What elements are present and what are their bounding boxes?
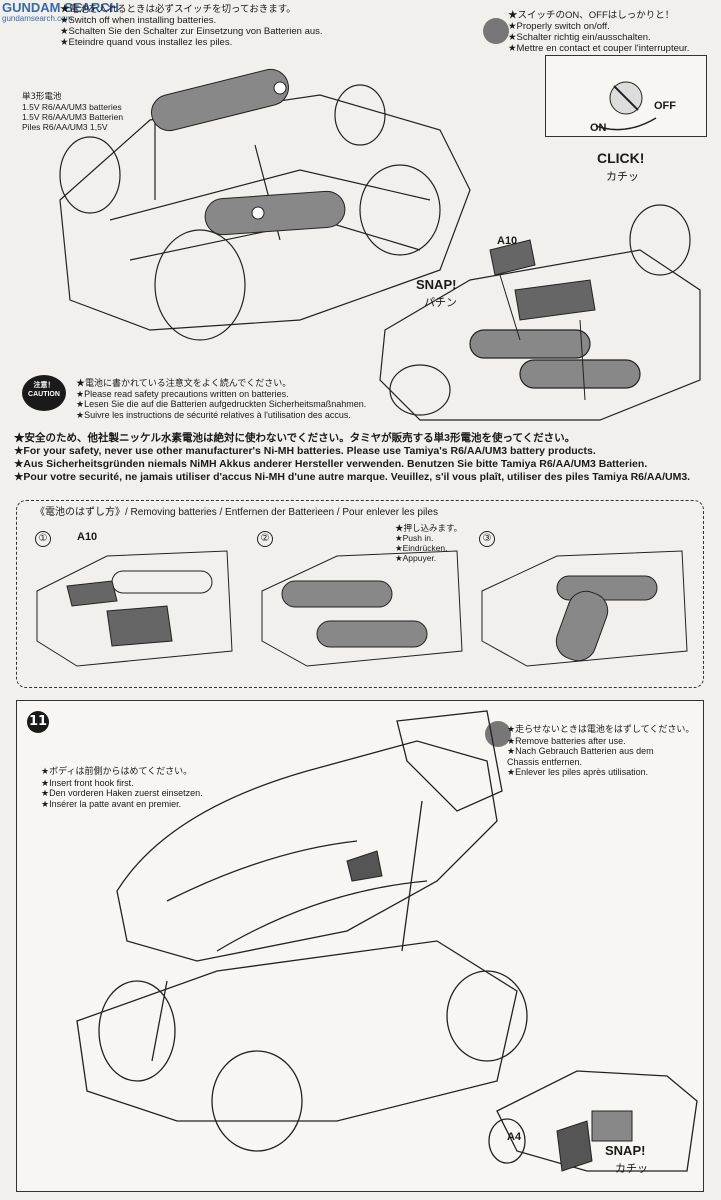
snap-label: SNAP! [416, 277, 457, 292]
watermark-title: GUNDAM SEARCH [2, 0, 119, 15]
switch-off-label: OFF [654, 100, 676, 112]
body-note-line: ★Den vorderen Haken zuerst einsetzen. [41, 788, 203, 798]
battery-label: 単3形電池 1.5V R6/AA/UM3 batteries 1.5V R6/A… [22, 92, 123, 132]
removing-illustrations [36, 550, 688, 667]
caution-en: CAUTION [28, 391, 60, 398]
battery-label-line: 単3形電池 [22, 92, 62, 102]
step-1-number: ① [35, 531, 51, 547]
warning-line: ★Pour votre securité, ne jamais utiliser… [14, 471, 691, 483]
note-line: ★Mettre en contact et couper l'interrupt… [508, 43, 690, 54]
switch-on-label: ON [590, 122, 607, 134]
remove-note-line: ★走らせないときは電池をはずしてください。 [507, 725, 695, 735]
caution-text: ★電池に書かれている注意文をよく読んでください。 ★Please read sa… [76, 378, 366, 420]
click-label: CLICK! [597, 150, 645, 166]
snap-label-jp: パチン [424, 296, 457, 309]
body-chassis-illustration [76, 710, 698, 1172]
click-label-jp: カチッ [606, 170, 639, 183]
note-line: ★Switch off when installing batteries. [60, 15, 217, 26]
switch-callout-dot [483, 18, 509, 44]
warning-line: ★Aus Sicherheitsgründen niemals NiMH Akk… [14, 458, 648, 470]
body-note-line: ★ボディは前側からはめてください。 [41, 767, 193, 777]
part-label-a10: A10 [497, 235, 518, 247]
remove-note-line: ★Remove batteries after use. [507, 735, 626, 746]
caution-line: ★電池に書かれている注意文をよく読んでください。 [76, 378, 292, 388]
switch-inset: OFF ON [545, 55, 707, 137]
body-note-line: ★Insert front hook first. [41, 777, 134, 788]
switch-notes: ★スイッチのON、OFFはしっかりと！ ★Properly switch on/… [508, 10, 689, 54]
caution-line: ★Lesen Sie die auf die Batterien aufgedr… [76, 399, 367, 409]
push-line: ★Push in. [395, 533, 434, 543]
body-note-line: ★Insérer la patte avant en premier. [41, 798, 182, 809]
note-line: ★スイッチのON、OFFはしっかりと！ [508, 10, 675, 21]
warning-line: ★For your safety, never use other manufa… [14, 445, 596, 457]
push-line: ★押し込みます。 [395, 523, 463, 533]
battery-warning: ★安全のため、他社製ニッケル水素電池は絶対に使わないでください。タミヤが販売する… [14, 432, 704, 484]
note-line: ★Schalter richtig ein/ausschalten. [508, 32, 651, 43]
warning-line: ★安全のため、他社製ニッケル水素電池は絶対に使わないでください。タミヤが販売する… [14, 432, 576, 444]
step11-snap-label-jp: カチッ [615, 1162, 648, 1175]
remove-note-line: Chassis entfernen. [507, 756, 583, 767]
step-3-number: ③ [479, 531, 495, 547]
note-line: ★Schalten Sie den Schalter zur Einsetzun… [60, 26, 323, 37]
battery-label-line: Piles R6/AA/UM3 1,5V [22, 122, 108, 132]
remove-note-line: ★Enlever les piles après utilisation. [507, 767, 649, 777]
install-notes: ★電池を入れるときは必ずスイッチを切っておきます。 ★Switch off wh… [60, 4, 323, 48]
note-line: ★Eteindre quand vous installez les piles… [60, 37, 233, 48]
caution-jp: 注意！ [33, 381, 55, 389]
note-line: ★Properly switch on/off. [508, 21, 610, 32]
push-line: ★Eindrücken. [395, 543, 448, 553]
body-install-notes: ★ボディは前側からはめてください。 ★Insert front hook fir… [41, 767, 203, 809]
remove-note-line: ★Nach Gebrauch Batterien aus dem [507, 746, 654, 756]
watermark-url: gundamsearch.com [2, 14, 73, 23]
removing-title: 《電池のはずし方》/ Removing batteries / Entferne… [35, 507, 438, 518]
removing-part-a10: A10 [77, 531, 98, 543]
remove-batteries-notes: ★走らせないときは電池をはずしてください。 ★Remove batteries … [507, 725, 694, 778]
battery-label-line: 1.5V R6/AA/UM3 batteries [22, 102, 122, 112]
step-11-panel: 11 ★ボディは前側からはめてください。 ★Insert front hook … [16, 700, 704, 1192]
push-line: ★Appuyer. [395, 553, 437, 563]
removing-batteries-panel: 《電池のはずし方》/ Removing batteries / Entferne… [16, 500, 704, 688]
caution-line: ★Suivre les instructions de sécurité rel… [76, 409, 351, 420]
caution-badge: 注意！ CAUTION [22, 375, 66, 411]
part-label-a4: A4 [507, 1131, 522, 1143]
caution-line: ★Please read safety precautions written … [76, 388, 289, 399]
step11-snap-label: SNAP! [605, 1143, 646, 1158]
push-in-note: ★押し込みます。 ★Push in. ★Eindrücken. ★Appuyer… [395, 523, 462, 563]
step-2-number: ② [257, 531, 273, 547]
note-line: ★電池を入れるときは必ずスイッチを切っておきます。 [60, 4, 296, 15]
battery-label-line: 1.5V R6/AA/UM3 Batterien [22, 112, 124, 122]
step-11-number: 11 [27, 711, 49, 733]
